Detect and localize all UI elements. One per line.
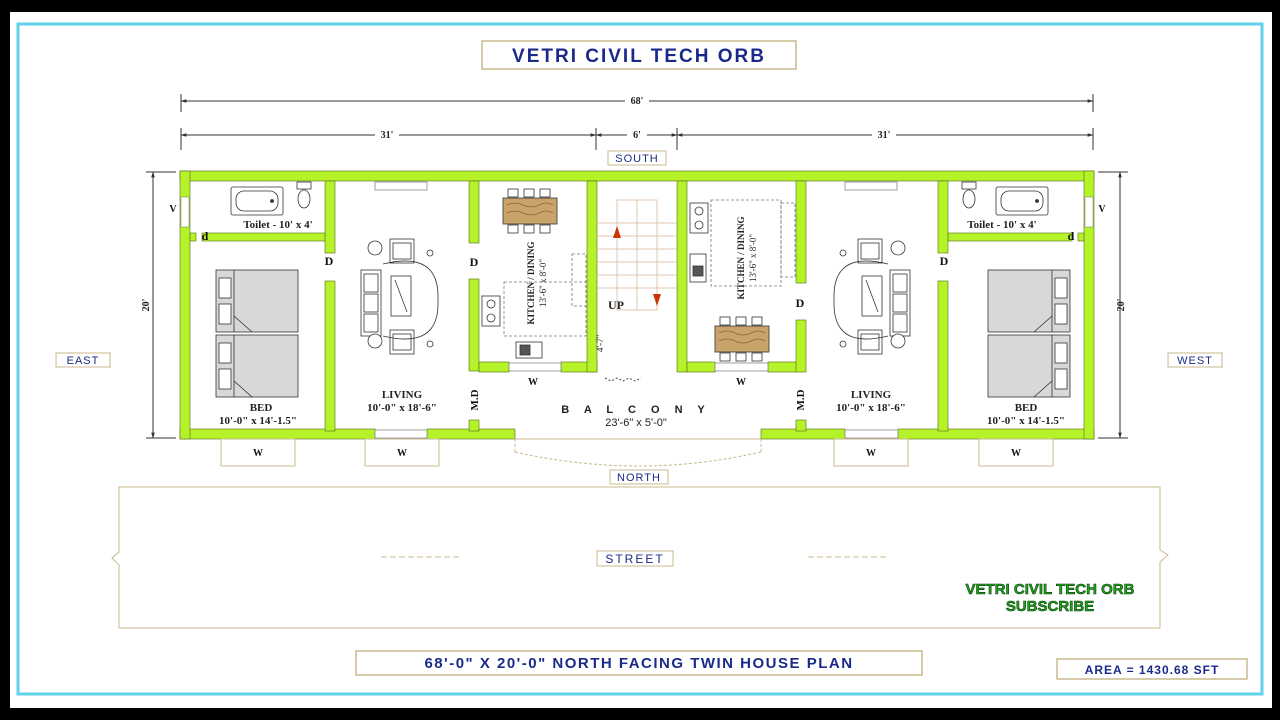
kitchen-counter [503,281,587,337]
window-mark: W [1011,448,1021,459]
side-table-icon [890,240,906,256]
bed-left-size: 10'-0" x 14'-1.5" [219,415,297,427]
bed-right-label: BED [1015,402,1038,414]
window-left-bed [374,429,428,439]
direction-west: WEST [1177,355,1213,367]
toilet-seat-icon [296,181,312,190]
side-table-icon [367,333,383,349]
walls [179,170,1095,440]
kitchen-left-size: 13'-6" x 8'-0" [538,259,548,307]
dimension-labels: 68' 31' 6' 31' 20' 20' [141,94,1127,311]
sofa-set-right [833,238,911,355]
side-table-icon [367,240,383,256]
side-table-icon [890,333,906,349]
stove-icon [689,202,709,234]
stair-arrow-down-icon [653,294,661,306]
window-mark: W [397,448,407,459]
bed-left-label: BED [250,402,273,414]
dim-height-left: 20' [141,298,152,311]
balcony-label: B A L C O N Y [561,404,711,416]
dim-middle: 6' [633,130,641,141]
window-mark: W [253,448,263,459]
living-right-size: 10'-0" x 18'-6" [836,402,906,414]
kitchen-left-label: KITCHEN / DINING [526,241,536,324]
stair-up-label: UP [608,298,624,312]
living-right-label: LIVING [851,389,892,401]
window-mark: W [866,448,876,459]
sheet-border [16,22,1264,696]
direction-south: SOUTH [615,153,659,165]
window-right-bed [844,429,899,439]
door-mark: D [940,254,949,268]
window-mark: W [736,377,746,388]
living-left-size: 10'-0" x 18'-6" [367,402,437,414]
bed-right-size: 10'-0" x 14'-1.5" [987,415,1065,427]
window-left-kitchen [508,362,562,372]
kitchen-right-label: KITCHEN / DINING [736,216,746,299]
area-box [1056,658,1248,680]
stair-width-label: 4'-7" [595,334,605,352]
direction-labels: SOUTH NORTH EAST WEST [55,150,1223,485]
small-door-mark: d [202,229,209,243]
street [111,486,1169,629]
title-box: VETRI CIVIL TECH ORB [481,40,797,70]
kitchen-left [481,188,587,359]
opening-marks: D D D D d d V V M.D M.D W W W W W W [169,204,1106,459]
window-mark: W [528,377,538,388]
toilet-left-label: Toilet - 10' x 4' [243,219,312,231]
beds-right [987,269,1071,398]
stair-arrow-up-icon [613,226,621,238]
watermark-line1: VETRI CIVIL TECH ORB [966,581,1135,598]
vent-mark: V [1098,204,1106,215]
direction-north: NORTH [617,472,661,484]
vent-mark: V [169,204,177,215]
sofa-set-left [360,238,439,355]
street-label: STREET [605,552,664,566]
dim-overall: 68' [631,96,644,107]
main-door-mark: M.D [795,389,807,410]
toilet-fixtures-left [230,181,312,216]
staircase [597,199,677,311]
room-labels: Toilet - 10' x 4' Toilet - 10' x 4' BED … [219,216,1065,427]
beds-left [215,269,299,398]
windows [374,181,899,439]
watermark-line2: SUBSCRIBE [1006,598,1094,615]
direction-east: EAST [67,355,100,367]
door-mark: D [325,254,334,268]
stove-icon [481,295,501,327]
window-projections [220,438,1054,467]
dim-height-right: 20' [1116,298,1127,311]
plan-title-box [355,650,923,676]
balcony-size: 23'-6" x 5'-0" [605,417,667,429]
page-title: VETRI CIVIL TECH ORB [512,46,766,67]
area-label: AREA = 1430.68 SFT [1085,663,1220,677]
dim-left: 31' [381,130,394,141]
plan-title: 68'-0" X 20'-0" NORTH FACING TWIN HOUSE … [424,655,853,672]
door-mark: D [796,296,805,310]
living-left-label: LIVING [382,389,423,401]
toilet-seat-icon [961,181,977,190]
dim-right: 31' [878,130,891,141]
kitchen-right-size: 13'-6" x 8'-0" [748,234,758,282]
door-mark: D [470,255,479,269]
main-door-mark: M.D [469,389,481,410]
small-door-mark: d [1068,229,1075,243]
kitchen-right [689,199,796,362]
toilet-fixtures-right [961,181,1049,216]
toilet-right-label: Toilet - 10' x 4' [967,219,1036,231]
balcony [514,377,762,467]
window-right-kitchen [714,362,769,372]
